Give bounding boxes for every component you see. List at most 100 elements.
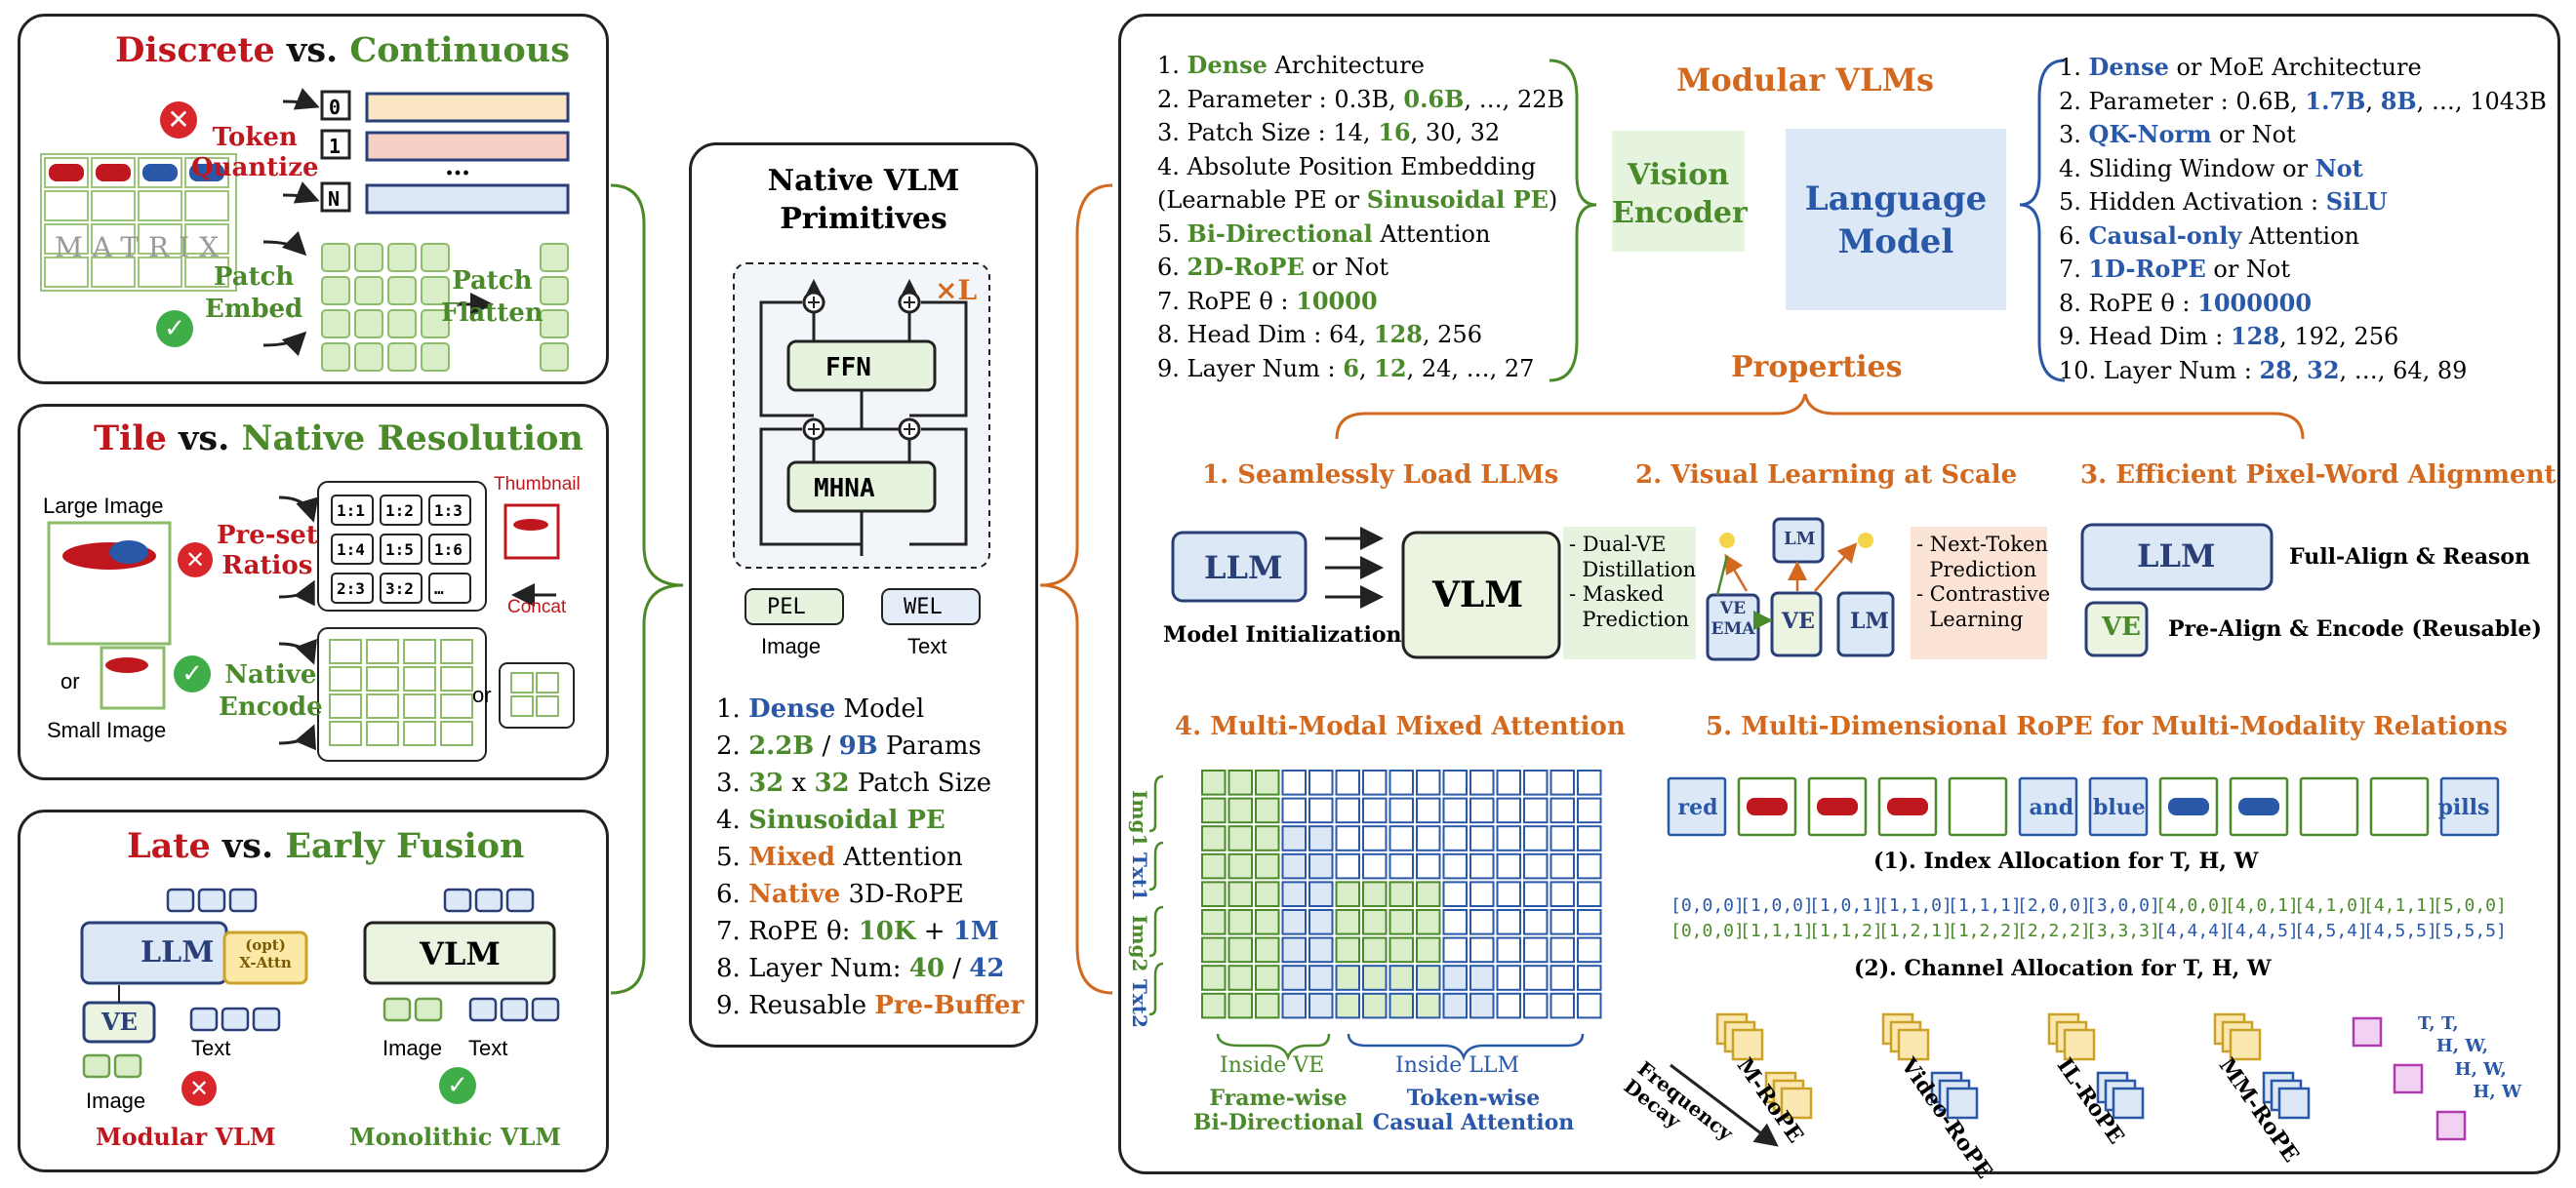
cross-icon: ✕: [181, 1071, 217, 1106]
attention-cell: [1228, 881, 1253, 908]
image-patch: [184, 190, 229, 221]
patch-embed-cell: [421, 243, 450, 272]
attention-cell: [1550, 965, 1575, 991]
attention-cell: [1469, 909, 1495, 935]
inside-ve-label: Inside VE: [1220, 1053, 1325, 1078]
attention-cell: [1577, 992, 1602, 1019]
properties-label: Properties: [1731, 350, 1903, 384]
small-patch: [536, 695, 559, 717]
list-text: ,: [2291, 356, 2308, 384]
xattn-label: (opt) X-Attn: [239, 936, 292, 971]
list-text: 9. Reusable: [716, 991, 875, 1020]
inside-llm-label: Inside LLM: [1395, 1053, 1520, 1078]
channel-block: [1946, 1087, 1979, 1120]
flattened-patch: [540, 243, 569, 272]
list-text: 4.: [716, 806, 749, 835]
list-text: Pre-Buffer: [874, 991, 1025, 1020]
attention-cell: [1416, 909, 1441, 935]
attention-cell: [1201, 852, 1227, 880]
list-text: Patch Size: [849, 769, 991, 798]
attention-cell: [1281, 965, 1307, 991]
native-patch: [366, 693, 399, 719]
text-token: [221, 1007, 250, 1032]
index-row2: [2,2,2]: [2017, 921, 2091, 941]
image-token: [1948, 776, 2008, 837]
pill-fragment: [1887, 798, 1928, 815]
list-text: or Not: [2205, 256, 2291, 283]
ratio-label: 1:5: [385, 540, 414, 559]
thumbnail-box: [503, 503, 560, 560]
small-patch: [536, 672, 559, 693]
patch-embed-cell: [321, 276, 350, 305]
ratio-cell: [428, 573, 471, 604]
text-token: [2088, 776, 2149, 837]
vlm-label: VLM: [1432, 574, 1524, 615]
list-text: 5. Hidden Activation :: [2059, 188, 2326, 216]
attention-cell: [1550, 936, 1575, 964]
ratio-label: 1:6: [434, 540, 463, 559]
attention-cell: [1523, 825, 1549, 851]
attention-cell: [1389, 770, 1414, 796]
list-item: 10. Layer Num : 28, 32, …, 64, 89: [2059, 354, 2547, 388]
image-patch: [138, 257, 182, 288]
mhna-label: MHNA: [814, 474, 875, 503]
attention-cell: [1550, 909, 1575, 935]
pill-fragment: [2168, 798, 2209, 815]
ratio-cell: [331, 534, 374, 565]
list-text: 2.2B: [748, 732, 815, 761]
list-item: 5. Mixed Attention: [716, 839, 1024, 876]
attention-cell: [1228, 909, 1253, 935]
prop3-title: 3. Efficient Pixel-Word Alignment: [2080, 460, 2556, 490]
list-text: or Not: [1304, 254, 1389, 281]
wel-label: WEL: [904, 595, 943, 619]
text-token: [252, 1007, 281, 1032]
list-text: Sinusoidal PE: [1366, 185, 1549, 214]
ratio-label: 1:2: [385, 501, 414, 520]
image-patch: [91, 190, 136, 221]
attention-cell: [1469, 965, 1495, 991]
monolithic-vlm-label: Monolithic VLM: [349, 1123, 561, 1151]
list-item: 4. Sliding Window or Not: [2059, 152, 2547, 186]
modular-left-brace: [1549, 59, 1597, 382]
attention-cell: [1201, 965, 1227, 991]
repeat-label: ×L: [935, 274, 978, 306]
preset-ratios-label: Pre-set Ratios: [217, 521, 318, 581]
list-text: or Not: [2211, 121, 2296, 148]
vlm-label: VLM: [420, 935, 501, 972]
list-text: Mixed: [748, 843, 835, 872]
attention-cell: [1523, 770, 1549, 796]
attention-cell: [1362, 797, 1388, 824]
attention-cell: [1442, 909, 1468, 935]
list-text: 9. Head Dim :: [2059, 323, 2231, 350]
index-row1: [1,1,0]: [1878, 895, 1952, 916]
attention-cell: [1201, 825, 1227, 851]
image-patch: [44, 223, 89, 255]
attention-cell: [1389, 936, 1414, 964]
list-text: 6.: [2059, 221, 2089, 250]
attention-cell: [1389, 825, 1414, 851]
attention-cell: [1362, 881, 1388, 908]
list-text: 42: [969, 954, 1005, 983]
list-text: 28: [2259, 355, 2292, 384]
small-image: [100, 646, 166, 710]
list-item: 1. Dense or MoE Architecture: [2059, 51, 2547, 85]
native-patch: [440, 666, 473, 692]
pill-fragment: [1747, 798, 1788, 815]
image-patch: [138, 223, 182, 255]
attention-cell: [1362, 992, 1388, 1019]
attention-cell: [1255, 992, 1280, 1019]
list-text: , 256: [1422, 321, 1482, 348]
list-item: 4. Sinusoidal PE: [716, 802, 1024, 839]
list-item: 8. RoPE θ : 1000000: [2059, 287, 2547, 321]
list-item: (Learnable PE or Sinusoidal PE): [1157, 183, 1564, 218]
right-brace: [1039, 183, 1113, 995]
attention-cell: [1416, 881, 1441, 908]
patch-embed-cell: [421, 342, 450, 372]
list-text: (Learnable PE or: [1157, 186, 1367, 214]
attention-cell: [1389, 797, 1414, 824]
ratio-cell: [331, 495, 374, 526]
native-patch: [366, 639, 399, 664]
channel-block: [1780, 1087, 1813, 1120]
attention-cell: [1308, 992, 1334, 1019]
